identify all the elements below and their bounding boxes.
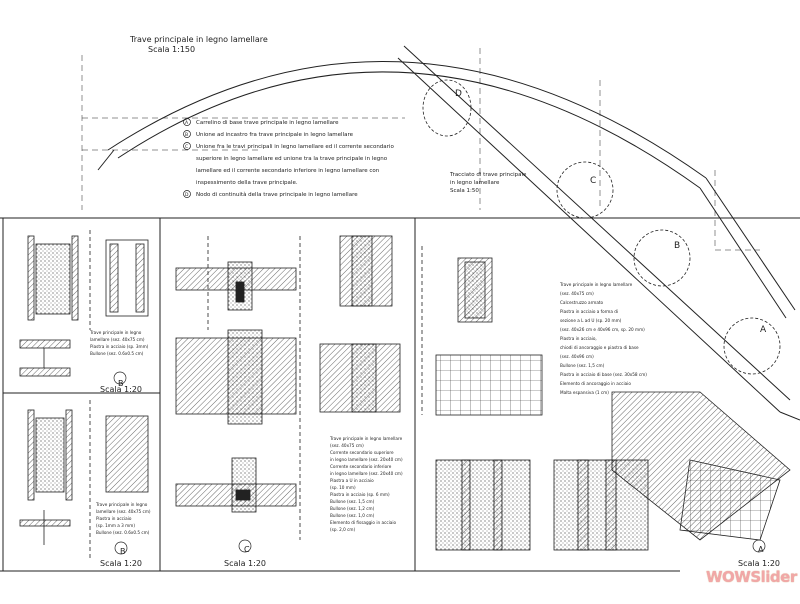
detail-callouts	[422, 79, 781, 375]
panel-note-line: Trave principale in legno lamellare	[329, 436, 403, 441]
detail-letter: B	[118, 379, 124, 388]
plan-title: Trave principale in legno lamellare	[129, 35, 268, 44]
panel-note-line: lamellare (sez. 40x75 cm)	[90, 337, 145, 342]
diag-label-line: Tracciato di trave principale	[449, 172, 527, 178]
plan-legend: A Carrelino di base trave principale in l…	[183, 118, 394, 198]
detail-scale: Scala 1:20	[224, 559, 266, 568]
callout-a	[723, 317, 781, 375]
panel-note-line: Piastra in acciaio,	[560, 336, 597, 341]
panel-note-line: sezione a L ad U (sp. 20 mm)	[560, 318, 622, 323]
panel-note-line: (sez. 40x75 cm)	[330, 443, 364, 448]
detail-frames	[0, 217, 800, 572]
panel-note-line: in legno lamellare (sez. 20x40 cm)	[330, 457, 403, 462]
arched-beam-plan	[81, 45, 800, 421]
panel-note-line: chiodi di ancoraggio e piastra di base	[560, 345, 639, 350]
detail-letter-circle	[114, 541, 128, 555]
panel-note-line: Trave principale in legno	[89, 330, 142, 335]
legend-line: lamellare ed il corrente secondario infe…	[196, 168, 380, 174]
legend-key-circle	[183, 130, 191, 138]
panel-note-line: Elemento di ancoraggio in acciaio	[560, 381, 631, 386]
svg-text:C: C	[590, 176, 596, 186]
panel-note-line: Piastra in acciaio a forma di	[560, 309, 618, 314]
wowslider-watermark: WOWSlider	[706, 568, 797, 586]
panel-note-line: (sez. 40x75 cm)	[560, 291, 594, 296]
legend-line: Unione fra le travi principali in legno …	[196, 144, 394, 150]
legend-line: Nodo di continuità della trave principal…	[196, 191, 358, 198]
callout-c	[556, 161, 614, 219]
diagonal-beam-label: Tracciato di trave principale in legno la…	[449, 172, 527, 194]
panel-note-line: Piastra a U in acciaio	[330, 478, 374, 483]
panel-note-line: in legno lamellare (sez. 20x40 cm)	[330, 471, 403, 476]
panel-note-line: Bullone (sez. 1,2 cm)	[330, 506, 375, 511]
panel-note-line: lamellare (sez. 40x75 cm)	[96, 509, 151, 514]
detail-letter: C	[244, 545, 250, 554]
panel-note-line: Calcestruzzo armato	[560, 300, 604, 305]
detail-scale: Scala 1:20	[100, 559, 142, 568]
legend-line: superiore in legno lamellare ed unione t…	[196, 156, 388, 162]
panel-note-line: Bullone (sez. 1,0 cm)	[330, 513, 375, 518]
detail-a	[421, 246, 791, 551]
panel-note-line: Piastra in acciaio	[96, 516, 132, 521]
legend-key: D	[185, 192, 189, 198]
panel-note-line: Bullone (sez. 1,5 cm)	[560, 363, 605, 368]
detail-scale: Scala 1:20	[738, 559, 780, 568]
panel-note-line: Piastra in acciaio (sp. 6 mm)	[330, 492, 390, 497]
panel-note-line: Bullone (sez. 0.6x0.5 cm)	[96, 530, 150, 535]
legend-line: Carrelino di base trave principale in le…	[196, 120, 339, 126]
legend-line: inspessimento della trave principale.	[196, 180, 298, 186]
diag-label-line: Scala 1:50	[450, 188, 479, 194]
svg-text:D: D	[455, 89, 462, 99]
callout-b	[633, 229, 691, 287]
panel-note-line: Malta espansiva (1 cm)	[560, 390, 609, 395]
legend-key-circle	[183, 142, 191, 150]
detail-c	[175, 235, 401, 540]
legend-key: B	[185, 132, 188, 138]
detail-letter-circle	[113, 371, 127, 385]
svg-text:B: B	[674, 241, 680, 251]
callout-d	[422, 79, 472, 137]
panel-note-line: Piastra in acciaio di base (sez. 30x58 c…	[560, 372, 647, 377]
panel-note-line: (sez. 40x96 cm)	[560, 354, 594, 359]
plan-scale: Scala 1:150	[148, 45, 195, 54]
detail-letter: A	[758, 545, 764, 554]
svg-text:A: A	[760, 325, 767, 335]
detail-b-bottom	[19, 400, 149, 560]
legend-key-circle	[183, 118, 191, 126]
legend-key: A	[185, 120, 189, 126]
panel-note-line: (sez. 40x26 cm e 40x96 cm, sp. 20 mm)	[560, 327, 645, 332]
plan-detail-letters: D C B A	[455, 89, 767, 335]
panel-note-line: Piastra in acciaio (sp. 3mm)	[90, 344, 149, 349]
panel-note-line: Bullone (sez. 0.6x0.5 cm)	[90, 351, 144, 356]
panel-note-line: Trave principale in legno lamellare	[559, 282, 633, 287]
panel-note-line: (sp. 2,0 cm)	[330, 527, 356, 532]
detail-letter: B	[120, 547, 126, 556]
legend-key-circle	[183, 190, 191, 198]
legend-line: Unione ad incastro fra trave principale …	[196, 132, 354, 138]
panel-note-line: (sp. 10 mm)	[330, 485, 356, 490]
legend-key: C	[185, 144, 188, 150]
detail-letter-circle	[752, 539, 766, 553]
panel-note-line: Corrente secondario superiore	[330, 450, 394, 455]
detail-scale: Scala 1:20	[100, 385, 142, 394]
panel-note-line: (sp. 1mm a 3 mm)	[96, 523, 135, 528]
panel-note-line: Elemento di fissaggio in acciaio	[330, 520, 397, 525]
panel-texts: Trave principale in legno lamellare (sez.…	[89, 282, 780, 568]
panel-note-line: Trave principale in legno	[95, 502, 148, 507]
detail-letter-circle	[238, 539, 252, 553]
diag-label-line: in legno lamellare	[450, 180, 500, 186]
panel-note-line: Bullone (sez. 1,5 cm)	[330, 499, 375, 504]
detail-b-top	[19, 230, 149, 377]
panel-note-line: Corrente secondario inferiore	[330, 464, 392, 469]
